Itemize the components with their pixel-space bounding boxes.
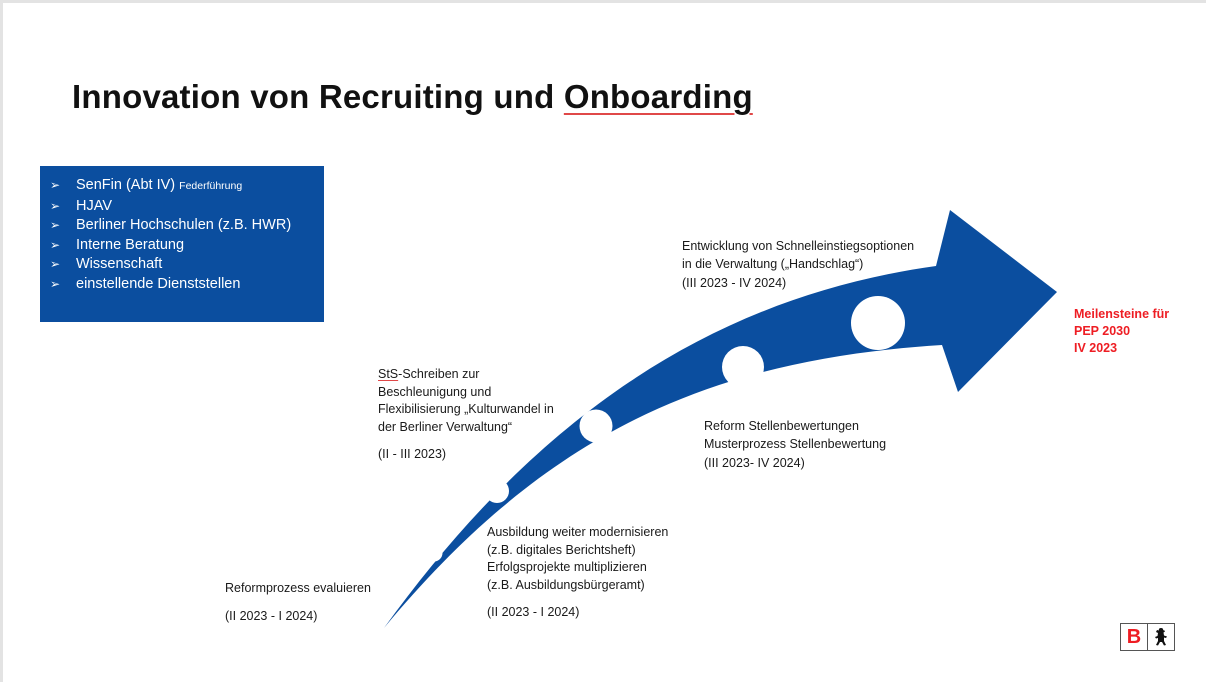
step-reform-period: (II 2023 - I 2024) <box>225 608 318 623</box>
stakeholder-label: Interne Beratung <box>76 236 185 253</box>
arrow-bullet-icon: ➢ <box>50 257 61 272</box>
milestone-dot-2 <box>485 479 509 503</box>
stakeholder-item: ➢ Interne Beratung <box>50 236 324 256</box>
step-stellen-period: (III 2023- IV 2024) <box>704 456 805 470</box>
stakeholder-list: ➢ SenFin (Abt IV) Federführung ➢ HJAV ➢ Ber… <box>50 176 324 295</box>
step-schnell: Entwicklung von Schnelleinstiegsoptionen… <box>682 238 914 293</box>
step-schnell-period: (III 2023 - IV 2024) <box>682 276 787 290</box>
stakeholder-label: einstellende Dienststellen <box>76 275 241 292</box>
slide-title: Innovation von Recruiting und Onboarding <box>72 78 753 116</box>
step-stellen: Reform Stellenbewertungen Musterprozess … <box>704 418 886 473</box>
step-sts-line-1-rest: -Schreiben zur <box>398 367 480 381</box>
milestone-line-1: Meilensteine für <box>1074 307 1170 321</box>
stakeholder-note: Federführung <box>179 180 243 192</box>
bear-glyph-icon <box>1155 628 1167 646</box>
milestone-dot-3 <box>579 409 613 443</box>
stakeholder-label: Wissenschaft <box>76 256 163 273</box>
arrow-bullet-icon: ➢ <box>50 276 61 291</box>
step-stellen-line-1: Reform Stellenbewertungen <box>704 419 859 433</box>
step-schnell-line-2: in die Verwaltung („Handschlag“) <box>682 256 864 271</box>
step-sts-abbr: StS <box>378 367 399 381</box>
milestone-line-3: IV 2023 <box>1074 341 1118 355</box>
milestone-dot-1 <box>425 544 443 562</box>
step-sts: StS-Schreiben zur Beschleunigung und Fle… <box>378 366 554 464</box>
berlin-logo: B <box>1120 623 1175 651</box>
arrow-bullet-icon: ➢ <box>50 218 61 233</box>
stakeholder-item: ➢ SenFin (Abt IV) Federführung <box>50 176 324 197</box>
stakeholder-box: ➢ SenFin (Abt IV) Federführung ➢ HJAV ➢ Ber… <box>40 166 324 322</box>
title-part-2: Onboarding <box>563 78 753 115</box>
step-schnell-line-1: Entwicklung von Schnelleinstiegsoptionen <box>682 239 915 253</box>
step-ausbildung-line-2: (z.B. digitales Berichtsheft) <box>487 542 636 557</box>
milestone-dot-4 <box>722 346 764 388</box>
step-ausbildung-line-3: Erfolgsprojekte multiplizieren <box>487 560 647 574</box>
step-sts-line-3: Flexibilisierung „Kulturwandel in <box>378 402 554 416</box>
step-reform-text: Reformprozess evaluieren <box>225 581 371 595</box>
step-reform: Reformprozess evaluieren (II 2023 - I 20… <box>225 580 371 625</box>
arrow-bullet-icon: ➢ <box>50 198 61 213</box>
stakeholder-label: HJAV <box>76 197 112 214</box>
step-ausbildung-line-4: (z.B. Ausbildungsbürgeramt) <box>487 577 645 592</box>
logo-letter: B <box>1120 623 1148 651</box>
berlin-bear-icon <box>1148 623 1175 651</box>
arrow-bullet-icon: ➢ <box>50 237 61 252</box>
step-sts-period: (II - III 2023) <box>378 447 447 461</box>
milestone-dot-5 <box>851 296 905 350</box>
step-sts-line-2: Beschleunigung und <box>378 384 492 399</box>
stakeholder-item: ➢ Wissenschaft <box>50 255 324 275</box>
stakeholder-item: ➢ HJAV <box>50 197 324 217</box>
step-sts-line-4: der Berliner Verwaltung“ <box>378 419 513 434</box>
title-part-1: Innovation von Recruiting und <box>72 78 564 115</box>
milestone-line-2: PEP 2030 <box>1074 324 1131 338</box>
stakeholder-item: ➢ Berliner Hochschulen (z.B. HWR) <box>50 216 324 236</box>
step-ausbildung-period: (II 2023 - I 2024) <box>487 605 580 619</box>
step-ausbildung: Ausbildung weiter modernisieren (z.B. di… <box>487 524 668 622</box>
step-stellen-line-2: Musterprozess Stellenbewertung <box>704 436 887 451</box>
arrow-bullet-icon: ➢ <box>50 178 61 192</box>
stakeholder-item: ➢ einstellende Dienststellen <box>50 275 324 295</box>
milestone-note: Meilensteine für PEP 2030 IV 2023 <box>1074 306 1169 357</box>
stakeholder-label: SenFin (Abt IV) <box>76 177 176 193</box>
step-sts-line-1: StS-Schreiben zur <box>378 366 554 384</box>
step-ausbildung-line-1: Ausbildung weiter modernisieren <box>487 525 669 539</box>
stakeholder-label: Berliner Hochschulen (z.B. HWR) <box>76 217 292 234</box>
